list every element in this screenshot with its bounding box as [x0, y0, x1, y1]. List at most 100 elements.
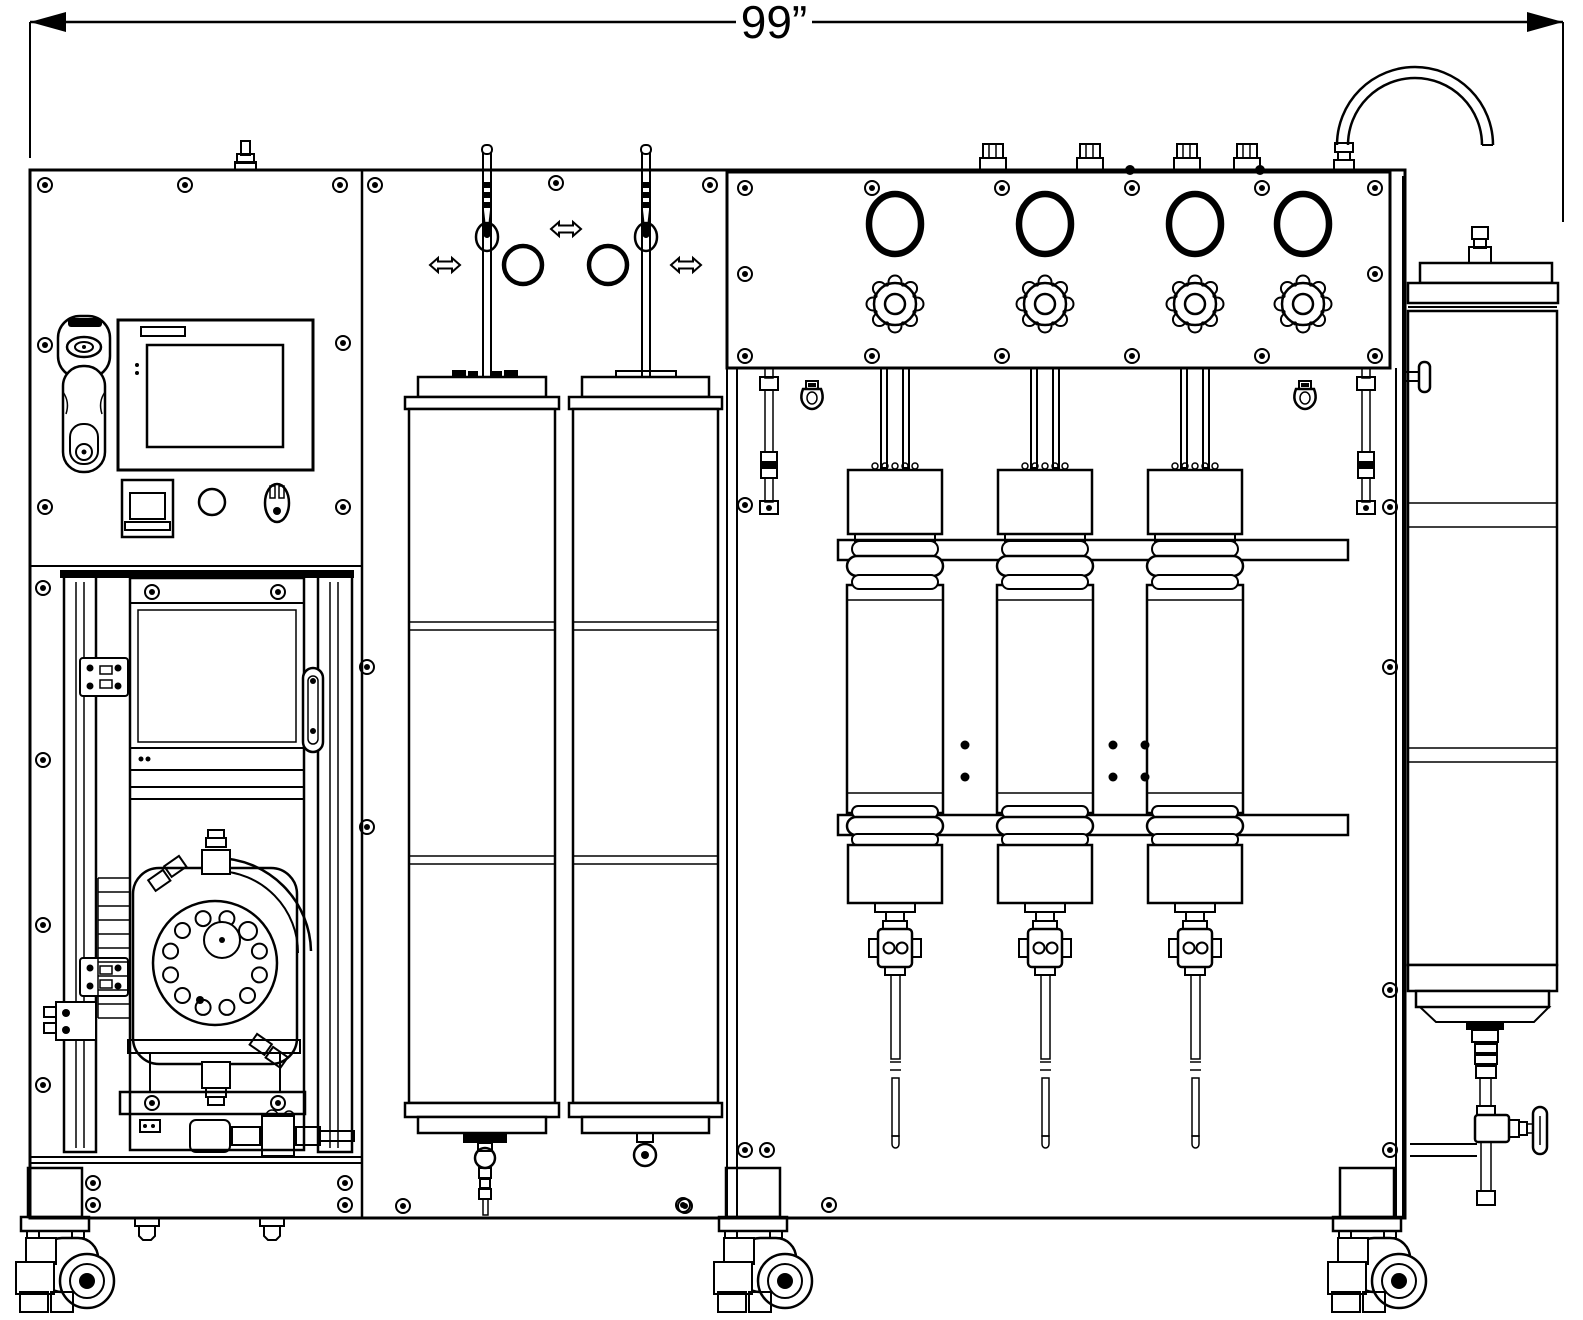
filter-column	[845, 367, 945, 1149]
t-handle	[1402, 360, 1432, 394]
screw	[144, 584, 160, 600]
card-reader	[120, 478, 175, 539]
screw	[35, 752, 51, 768]
screw	[367, 177, 383, 193]
filter-column	[995, 367, 1095, 1149]
screw	[994, 180, 1010, 196]
screw	[548, 175, 564, 191]
pump-heatsink-ribs	[97, 877, 130, 1019]
media-tank	[403, 370, 561, 1135]
tank-drain-stem	[463, 1133, 507, 1216]
hmi-touchscreen	[116, 318, 315, 472]
screw	[35, 917, 51, 933]
filter-column	[1145, 367, 1245, 1149]
screw	[37, 337, 53, 353]
pump-cabinet	[43, 570, 355, 1157]
dimension-line-99in: 99”	[29, 0, 1564, 222]
screw	[337, 1175, 353, 1191]
screw	[35, 1077, 51, 1093]
screw	[702, 177, 718, 193]
star-knob	[865, 274, 925, 334]
screw	[1124, 180, 1140, 196]
screw	[1124, 348, 1140, 364]
sight-glass	[1273, 190, 1333, 258]
screw	[337, 1197, 353, 1213]
tank-bottom-step	[1406, 963, 1559, 993]
sight-glasses	[865, 190, 1333, 258]
tank-hanger-rod	[633, 144, 659, 377]
star-knob	[1015, 274, 1075, 334]
screw	[737, 266, 753, 282]
screw	[864, 348, 880, 364]
pump-bottom-fitting	[201, 1061, 231, 1089]
media-tank	[567, 370, 724, 1135]
cabinet-rail-left	[62, 570, 98, 1154]
sight-glass	[865, 190, 925, 258]
star-knob	[1273, 274, 1333, 334]
media-tanks	[403, 370, 724, 1135]
tank-bottom-flange	[1414, 989, 1551, 1009]
control-panel	[56, 314, 315, 539]
power-button	[197, 487, 227, 517]
clip-fitting	[1293, 380, 1317, 411]
quarter-turn-latch	[428, 255, 462, 275]
tank-bottom-fitting	[632, 1132, 658, 1168]
screw	[395, 1198, 411, 1214]
pump-base-plate	[127, 1039, 301, 1054]
caster	[1327, 1166, 1428, 1313]
hex-bolt	[134, 1217, 160, 1241]
screw	[737, 1142, 753, 1158]
panel-top-bolt	[1173, 143, 1201, 173]
hmi-slot	[140, 326, 186, 337]
cabinet-door	[128, 576, 306, 1152]
screw	[270, 584, 286, 600]
screw	[1382, 499, 1398, 515]
frame-bolts	[134, 1217, 285, 1241]
pump-bracket	[118, 1090, 307, 1116]
sight-glass	[1165, 190, 1225, 258]
screw	[35, 580, 51, 596]
valve-panel-top-bolts	[979, 143, 1265, 175]
screw	[1367, 180, 1383, 196]
screw	[37, 177, 53, 193]
casters	[15, 1166, 1428, 1313]
tank-hanger-rod	[474, 144, 500, 377]
caster	[713, 1166, 814, 1313]
screw	[144, 1095, 160, 1111]
sampling-valve	[759, 367, 779, 515]
panel-holes	[960, 740, 1150, 782]
screw	[335, 499, 351, 515]
screw	[737, 348, 753, 364]
dimension-arrow-right	[1527, 12, 1563, 32]
screw	[85, 1197, 101, 1213]
screw	[270, 1095, 286, 1111]
screw	[1382, 982, 1398, 998]
screw	[675, 1197, 691, 1213]
cabinet-top-bar	[60, 570, 354, 578]
screw	[85, 1175, 101, 1191]
drain-tee	[1473, 1113, 1511, 1144]
door-handle	[301, 666, 325, 754]
screw	[759, 1142, 775, 1158]
filter-columns	[845, 367, 1245, 1149]
filter-column-area	[759, 360, 1432, 1149]
screw	[864, 180, 880, 196]
screw	[359, 659, 375, 675]
screw	[737, 180, 753, 196]
star-knobs	[865, 274, 1333, 334]
port-circle	[501, 243, 545, 287]
pump-rotor	[151, 899, 279, 1027]
caster	[15, 1166, 116, 1313]
tank-body	[1406, 309, 1559, 967]
clip-fitting	[800, 380, 824, 411]
screw	[1382, 659, 1398, 675]
screw	[177, 177, 193, 193]
sampling-valves	[759, 367, 1376, 515]
drain-valve	[1410, 1022, 1549, 1206]
product-tank	[1333, 65, 1560, 1206]
pump-manifold	[139, 1109, 355, 1157]
door-rail-upper	[129, 747, 305, 771]
door-window	[137, 609, 297, 743]
screw	[1254, 348, 1270, 364]
